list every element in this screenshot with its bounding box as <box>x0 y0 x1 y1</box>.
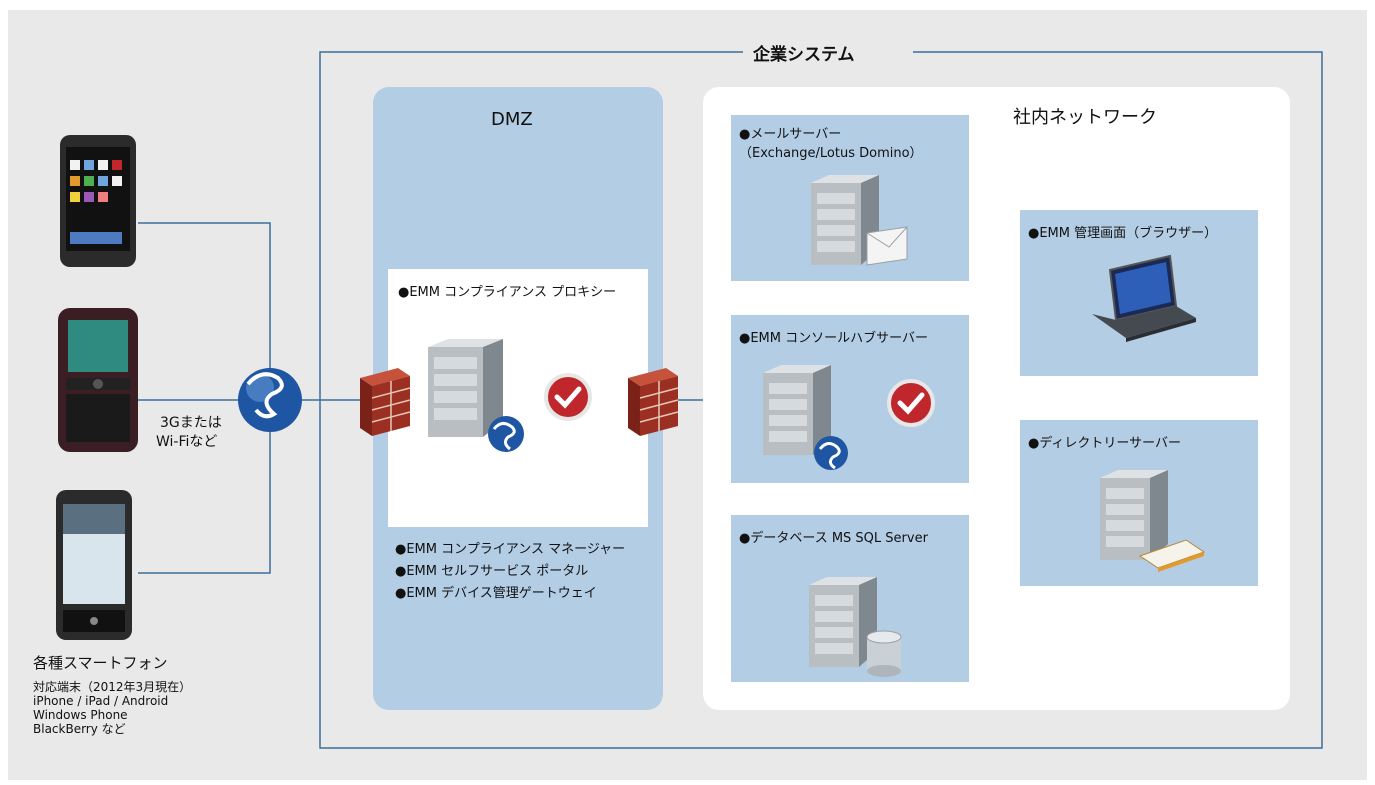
console-server-box: ●EMM コンソールハブサーバー <box>731 315 969 483</box>
firewall-icon <box>628 368 679 436</box>
directory-server-icon <box>1100 470 1206 572</box>
iphone-icon <box>60 135 136 267</box>
devices-detail-4: BlackBerry など <box>33 722 126 736</box>
server-icon <box>428 339 524 452</box>
devices-detail-1: 対応端末（2012年3月現在） <box>33 680 192 694</box>
network-label-line2: Wi-Fiなど <box>156 434 218 450</box>
database-box: ●データベース MS SQL Server <box>731 515 969 682</box>
admin-console-box: ●EMM 管理画面（ブラウザー） <box>1020 210 1258 376</box>
dmz-service-2: ●EMM セルフサービス ポータル <box>395 564 589 579</box>
check-icon <box>544 373 592 421</box>
dmz-service-1: ●EMM コンプライアンス マネージャー <box>395 542 626 557</box>
console-server-label: ●EMM コンソールハブサーバー <box>739 331 928 346</box>
admin-console-label: ●EMM 管理画面（ブラウザー） <box>1028 226 1218 241</box>
directory-server-label: ●ディレクトリーサーバー <box>1028 436 1182 451</box>
mail-server-label: ●メールサーバー <box>739 127 842 142</box>
internal-network-panel: 社内ネットワーク ●メールサーバー （Exchange/Lotus Domino… <box>703 87 1290 710</box>
devices-detail-3: Windows Phone <box>33 708 128 722</box>
devices-title: 各種スマートフォン <box>33 654 168 672</box>
blackberry-icon <box>58 308 138 452</box>
devices-detail-2: iPhone / iPad / Android <box>33 694 169 708</box>
android-phone-icon <box>56 490 132 640</box>
proxy-label: ●EMM コンプライアンス プロキシー <box>398 285 617 300</box>
console-server-icon <box>763 365 935 470</box>
network-label-line1: 3Gまたは <box>160 415 222 431</box>
laptop-icon <box>1092 254 1196 342</box>
diagram-canvas: 企業システム DMZ ●EMM コンプライアンス プロキシー <box>8 10 1367 780</box>
dmz-panel: DMZ ●EMM コンプライアンス プロキシー <box>373 87 663 710</box>
database-icon <box>809 577 902 677</box>
mail-server-icon <box>811 175 908 266</box>
internet-globe-icon <box>238 368 302 432</box>
internal-title: 社内ネットワーク <box>1013 107 1157 128</box>
database-label: ●データベース MS SQL Server <box>739 531 928 546</box>
mail-server-sublabel: （Exchange/Lotus Domino） <box>739 146 923 161</box>
directory-server-box: ●ディレクトリーサーバー <box>1020 420 1258 586</box>
enterprise-title: 企業システム <box>753 45 855 65</box>
mail-server-box: ●メールサーバー （Exchange/Lotus Domino） <box>731 115 969 281</box>
dmz-service-3: ●EMM デバイス管理ゲートウェイ <box>395 586 597 601</box>
proxy-box: ●EMM コンプライアンス プロキシー <box>388 269 648 527</box>
firewall-icon <box>360 368 411 436</box>
dmz-title: DMZ <box>491 109 533 130</box>
